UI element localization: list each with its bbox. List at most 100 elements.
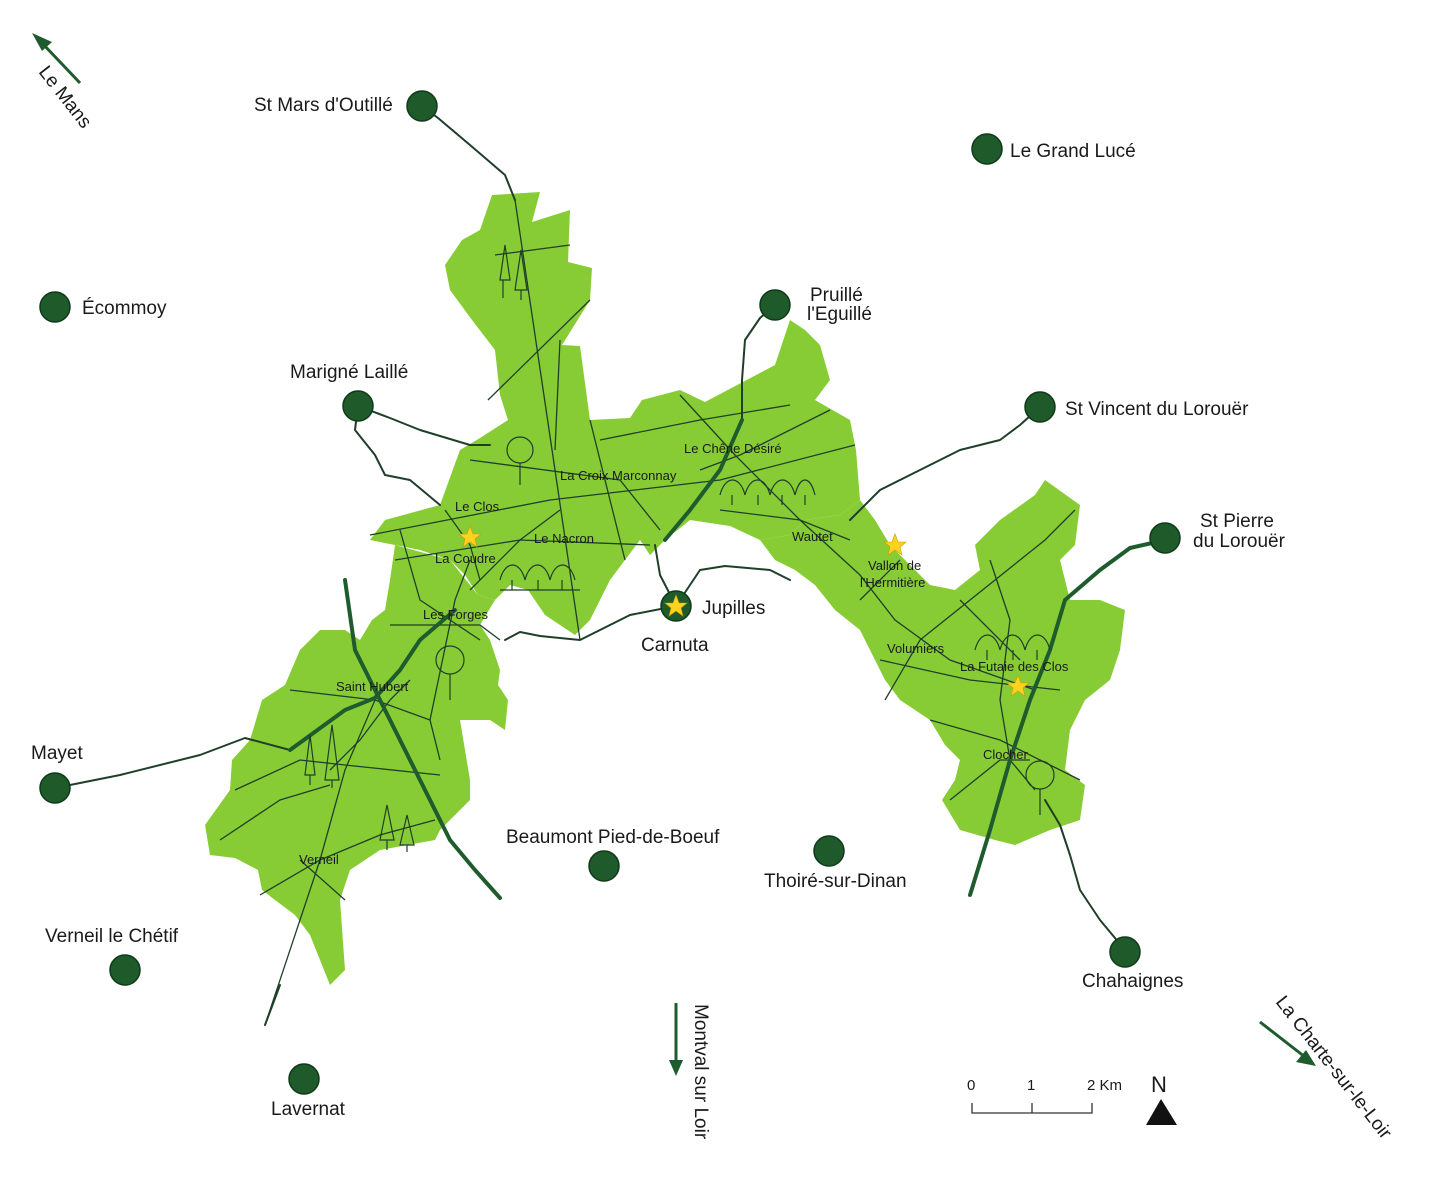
- tree-icon: [499, 244, 528, 300]
- direction-la-charte: La Charte-sur-le-Loir: [1259, 992, 1396, 1144]
- town-label: l'Eguillé: [807, 304, 872, 325]
- town-dot-icon: [288, 1063, 320, 1095]
- forest-path: [329, 679, 411, 771]
- town-label: Jupilles: [702, 598, 765, 619]
- forest-path: [444, 509, 481, 581]
- direction-arrowhead: [669, 1060, 683, 1076]
- place-label: l'Hermitière: [860, 575, 925, 590]
- forest-path: [884, 509, 1076, 701]
- north-arrow: N: [1146, 1072, 1177, 1125]
- road-chahaignes: [1044, 799, 1126, 951]
- place-label: Verneil: [299, 852, 339, 867]
- scale-tick-0: 0: [967, 1077, 975, 1094]
- place-label: Volumiers: [887, 641, 945, 656]
- place-label: La Coudre: [435, 551, 496, 566]
- town-dot-icon: [1149, 522, 1181, 554]
- forest-path: [879, 659, 1061, 691]
- tree-icon: [719, 479, 816, 505]
- direction-le-mans: Le Mans: [32, 33, 95, 133]
- forest-path: [589, 419, 626, 561]
- town-label: Beaumont Pied-de-Boeuf: [506, 827, 720, 848]
- direction-label: La Charte-sur-le-Loir: [1271, 992, 1396, 1144]
- scale-bar: 0 1 2 Km: [967, 1077, 1122, 1114]
- town-label: Pruillé: [810, 285, 863, 306]
- town-label: Chahaignes: [1082, 971, 1183, 992]
- road-st-mars: [421, 105, 516, 201]
- direction-arrow-icon: [40, 41, 82, 85]
- major-road-north-south: [343, 578, 502, 900]
- forest-path: [859, 559, 901, 601]
- road-jupilles-west: [504, 605, 677, 641]
- town-dot-icon: [1109, 936, 1141, 968]
- place-label: La Futaie des Clos: [960, 659, 1069, 674]
- place-label: Clocher: [983, 747, 1028, 762]
- forest-middle-east: [760, 480, 1125, 845]
- town-dot-icon: [39, 772, 71, 804]
- town-dot-icon: [39, 291, 71, 323]
- town-dot-icon: [588, 850, 620, 882]
- town-dot-icon: [342, 390, 374, 422]
- direction-label: Le Mans: [34, 62, 95, 132]
- scale-line: [971, 1103, 1093, 1114]
- forest-path: [289, 689, 441, 761]
- forest-path: [394, 539, 651, 561]
- forest-path: [487, 299, 591, 401]
- place-label: Les Forges: [423, 607, 489, 622]
- forest-path: [929, 719, 1081, 781]
- forest-path: [264, 699, 376, 1026]
- forest-path: [219, 784, 331, 841]
- tree-icon: [1025, 760, 1055, 815]
- forest-path: [949, 759, 1030, 801]
- tree-icon: [435, 645, 465, 700]
- forest-paths: [219, 199, 1081, 1026]
- road-marigne-south: [354, 405, 441, 506]
- forest-path: [699, 409, 831, 471]
- north-label: N: [1151, 1072, 1167, 1097]
- forest-path: [390, 624, 501, 641]
- forest-middle-west: [205, 545, 508, 985]
- town-label: St Pierre: [1200, 511, 1274, 532]
- place-label: Saint Hubert: [336, 679, 409, 694]
- town-label: Le Grand Lucé: [1010, 141, 1136, 162]
- direction-arrowhead: [1296, 1050, 1316, 1066]
- tree-clusters: [304, 244, 1055, 852]
- road-verneil-south: [264, 984, 281, 1026]
- forest-path: [429, 559, 471, 721]
- place-label: Le Nacron: [534, 531, 594, 546]
- roads: [54, 105, 1126, 1026]
- town-label: St Vincent du Lorouër: [1065, 399, 1249, 420]
- forest-north-lobe: [370, 192, 860, 635]
- town-label: Lavernat: [271, 1099, 346, 1120]
- star-icon: [1006, 674, 1030, 697]
- direction-arrowhead: [32, 33, 52, 51]
- town-label: St Mars d'Outillé: [254, 95, 393, 116]
- town-label: Verneil le Chétif: [45, 926, 179, 947]
- star-icon: [664, 594, 688, 617]
- tree-icon: [499, 564, 580, 591]
- town-label: du Lorouër: [1193, 531, 1286, 552]
- road-st-vincent: [849, 406, 1041, 521]
- forest-path: [989, 559, 1011, 701]
- north-arrow-icon: [1146, 1099, 1177, 1125]
- forest-path: [719, 509, 851, 541]
- road-mayet: [54, 737, 291, 789]
- place-label: Le Chêne Désiré: [684, 441, 782, 456]
- forest-path: [554, 339, 561, 451]
- direction-montval: Montval sur Loir: [669, 1003, 711, 1140]
- town-label: Carnuta: [641, 635, 709, 656]
- star-icon: [883, 533, 907, 556]
- major-road-pruille: [663, 418, 744, 542]
- town-label: Marigné Laillé: [290, 362, 408, 383]
- stars: [458, 525, 1030, 697]
- forest-path: [299, 859, 346, 901]
- place-label: La Croix Marconnay: [560, 468, 677, 483]
- forest-path: [679, 394, 1036, 691]
- tree-icon: [379, 804, 415, 852]
- town-dot-icon: [813, 835, 845, 867]
- town-dot-icon: [1024, 391, 1056, 423]
- direction-arrow-icon: [1259, 1020, 1306, 1059]
- place-labels: Le Clos La Coudre Le Nacron La Croix Mar…: [299, 441, 1069, 867]
- scale-tick-2: 2 Km: [1087, 1077, 1122, 1094]
- place-label: Wautet: [792, 529, 833, 544]
